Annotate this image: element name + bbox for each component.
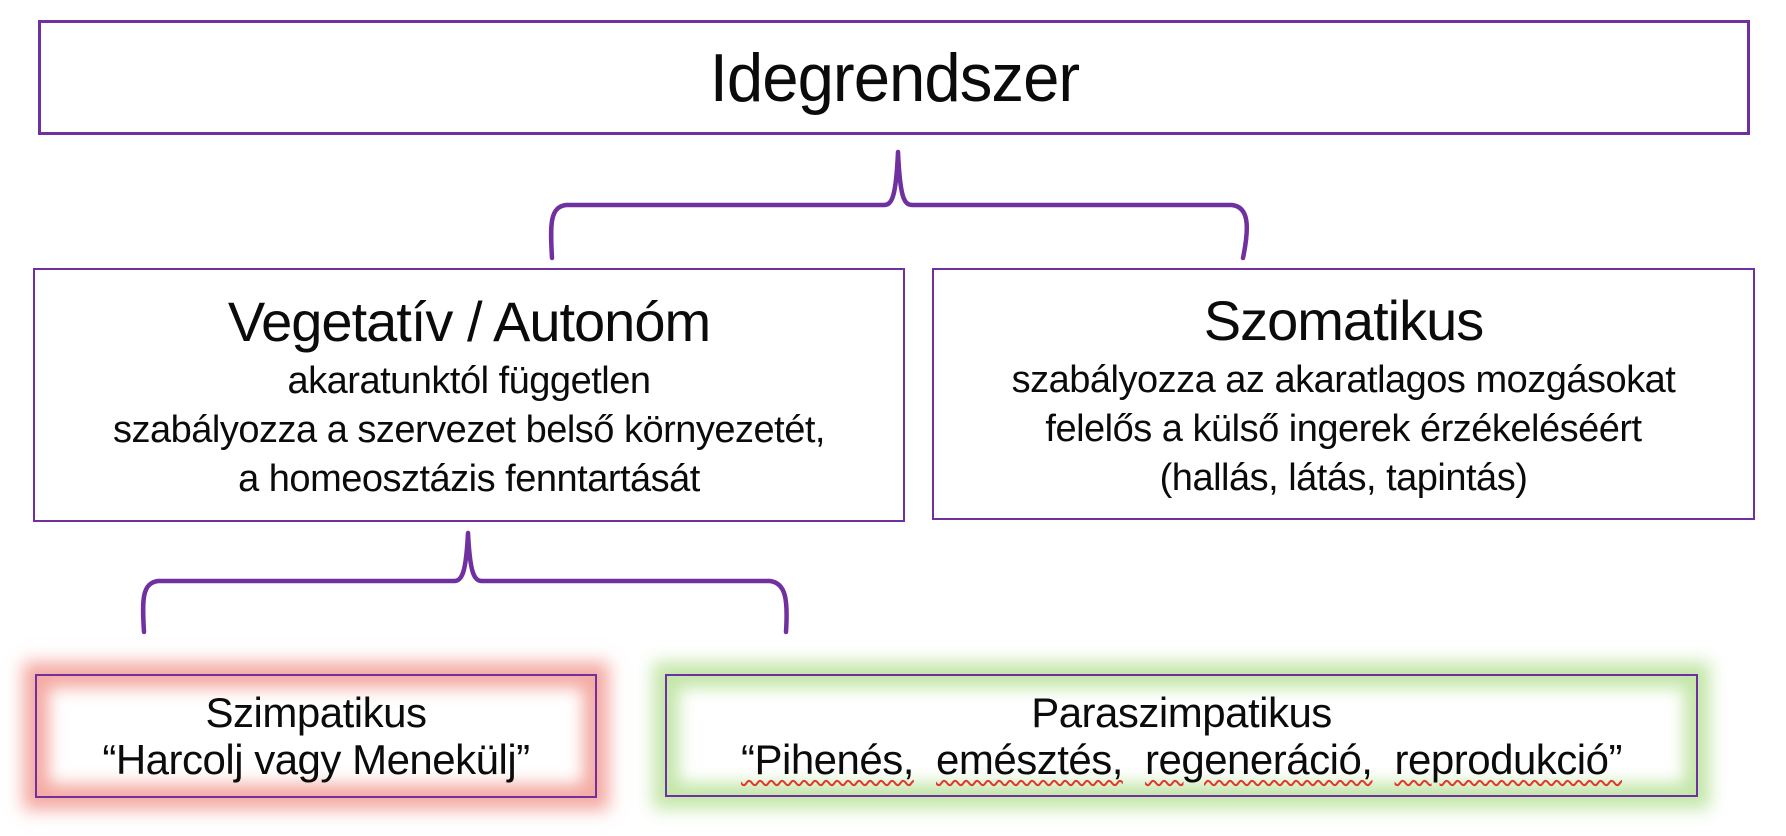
brace-vegetativ-to-level3-icon xyxy=(140,530,789,635)
node-vegetativ-autonom-title: Vegetatív / Autonóm xyxy=(227,289,711,353)
node-idegrendszer-title: Idegrendszer xyxy=(709,39,1079,116)
node-szomatikus-line: szabályozza az akaratlagos mozgásokat xyxy=(1011,358,1676,401)
node-vegetativ-line: szabályozza a szervezet belső környezeté… xyxy=(113,408,825,451)
node-szomatikus: Szomatikus szabályozza az akaratlagos mo… xyxy=(932,268,1755,520)
node-szomatikus-title: Szomatikus xyxy=(1203,288,1484,352)
node-paraszimpatikus-title: Paraszimpatikus xyxy=(1031,688,1332,736)
node-vegetativ-line: akaratunktól független xyxy=(287,359,651,402)
node-szimpatikus-title: Szimpatikus xyxy=(205,689,427,736)
node-szimpatikus-quote: “Harcolj vagy Menekülj” xyxy=(102,736,530,783)
misspelled-word: regeneráció, xyxy=(1144,735,1373,783)
node-szimpatikus: Szimpatikus “Harcolj vagy Menekülj” xyxy=(35,674,597,798)
node-vegetativ-line: a homeosztázis fenntartását xyxy=(238,457,700,500)
brace-root-to-level2-icon xyxy=(548,149,1250,261)
node-idegrendszer: Idegrendszer xyxy=(38,20,1750,135)
misspelled-word: reprodukció” xyxy=(1394,735,1623,783)
node-szomatikus-line: (hallás, látás, tapintás) xyxy=(1159,456,1528,499)
node-paraszimpatikus: Paraszimpatikus “Pihenés, emésztés, rege… xyxy=(665,674,1698,797)
node-szomatikus-line: felelős a külső ingerek érzékeléséért xyxy=(1045,407,1642,450)
node-vegetativ-autonom: Vegetatív / Autonóm akaratunktól függetl… xyxy=(33,268,905,522)
misspelled-word: emésztés, xyxy=(936,735,1123,783)
misspelled-word: “Pihenés, xyxy=(740,735,914,783)
node-paraszimpatikus-quote: “Pihenés, emésztés, regeneráció, reprodu… xyxy=(740,735,1623,783)
